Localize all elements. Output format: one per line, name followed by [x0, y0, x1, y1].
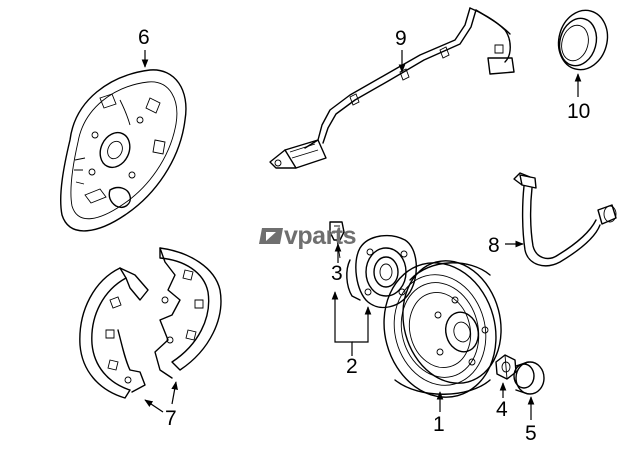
callout-9: 9 — [395, 27, 407, 50]
abs-sensor-harness-drawing — [269, 7, 515, 169]
callout-8: 8 — [488, 234, 500, 257]
leader-2b — [352, 316, 369, 343]
dust-cap-drawing — [513, 361, 545, 395]
callout-4: 4 — [496, 398, 508, 421]
leader-7a — [144, 399, 164, 413]
backing-plate-drawing — [60, 69, 187, 232]
brake-shoes-drawing — [79, 247, 222, 399]
vparts-watermark: vparts — [259, 222, 357, 250]
brake-drum-drawing — [383, 260, 502, 398]
hub-bearing-drawing — [346, 234, 417, 309]
axle-nut-drawing — [495, 354, 517, 380]
callout-2: 2 — [346, 355, 358, 378]
callout-3: 3 — [331, 262, 343, 285]
callout-6: 6 — [138, 26, 150, 49]
leader-7b — [171, 381, 178, 405]
callout-10: 10 — [567, 100, 590, 123]
watermark-text: vparts — [284, 222, 356, 250]
callout-5: 5 — [525, 422, 537, 445]
oil-seal-drawing — [557, 9, 609, 71]
brake-hose-drawing — [513, 172, 617, 267]
wrench-logo-icon — [259, 228, 283, 244]
leader-2a — [334, 300, 353, 356]
callout-1: 1 — [433, 413, 445, 436]
callout-7: 7 — [165, 407, 177, 430]
